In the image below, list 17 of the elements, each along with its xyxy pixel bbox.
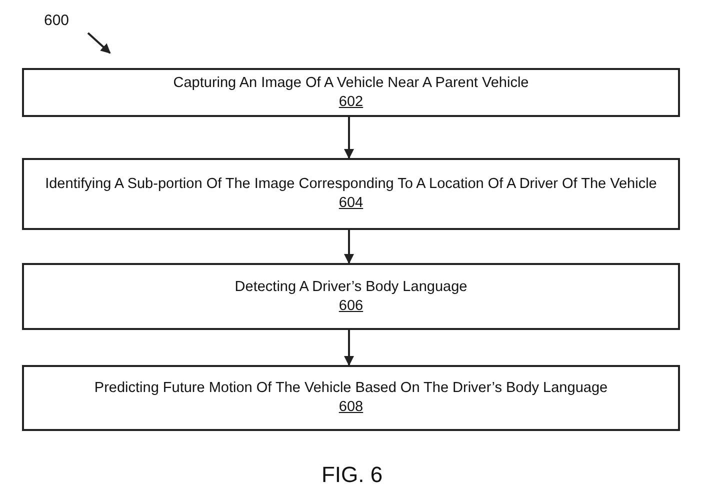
arrow [344, 230, 354, 264]
reference-number: 606 [338, 296, 364, 316]
reference-number: 604 [338, 194, 364, 213]
reference-number: 602 [338, 92, 364, 112]
reference-number: 608 [338, 398, 364, 417]
process-box [22, 365, 680, 431]
arrow [344, 117, 354, 159]
arrow [344, 330, 354, 366]
process-box [22, 263, 680, 330]
step-text: Capturing An Image Of A Vehicle Near A Parent Vehicle [173, 74, 529, 92]
step-text: Predicting Future Motion Of The Vehicle Based On The Driver’s Body Language [94, 379, 608, 398]
step-text: Detecting A Driver’s Body Language [234, 278, 468, 296]
process-box [22, 68, 680, 117]
figure-reference-number: 600 [44, 12, 70, 29]
figure-caption: FIG. 6 [320, 462, 384, 488]
step-text: Identifying A Sub-portion Of The Image Corresponding To A Location Of A Driver Of The Vehicle [45, 175, 657, 194]
process-box [22, 158, 680, 230]
